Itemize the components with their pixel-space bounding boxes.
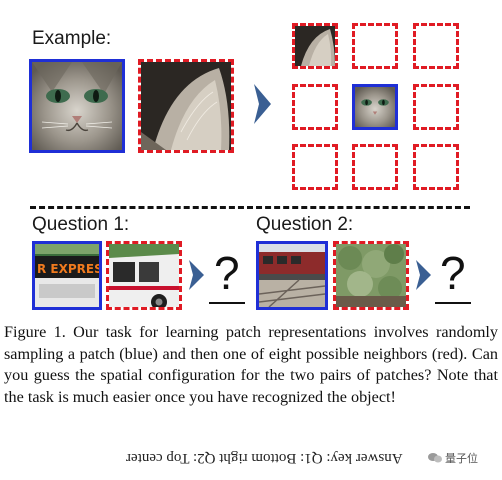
- question-2-red-patch: [333, 241, 409, 310]
- grid-cell-bottom-right: [413, 144, 459, 190]
- question-1-label: Question 1:: [32, 214, 130, 235]
- grid-cell-bottom-center: [352, 144, 398, 190]
- bus-front-image: [109, 244, 179, 307]
- foliage-image: [336, 244, 406, 307]
- cat-ear-image: [141, 62, 231, 150]
- question-2-arrow-icon: [416, 260, 431, 290]
- question-2-answer-line: [435, 302, 471, 304]
- cat-face-thumbnail: [355, 87, 395, 127]
- grid-cell-top-center: [352, 23, 398, 69]
- example-blue-patch: [29, 59, 125, 153]
- figure-caption: Figure 1. Our task for learning patch re…: [4, 323, 498, 406]
- question-2-blue-patch: [256, 241, 328, 310]
- question-1-mark: ?: [214, 247, 240, 299]
- chat-bubble-icon: [428, 453, 442, 463]
- answer-key: Answer key: Q1: Bottom right Q2: Top cen…: [126, 450, 403, 466]
- section-divider: [30, 206, 470, 209]
- grid-cell-center: [352, 84, 398, 130]
- watermark: 量子位: [428, 450, 478, 466]
- question-2-mark: ?: [440, 247, 466, 299]
- question-1-red-patch: [106, 241, 182, 310]
- example-label: Example:: [32, 28, 112, 49]
- cat-face-image: [32, 62, 122, 150]
- cat-ear-thumbnail: [295, 26, 335, 66]
- question-1-blue-patch: R EXPRESS: [32, 241, 102, 310]
- watermark-text: 量子位: [445, 452, 478, 465]
- question-1-answer-line: [209, 302, 245, 304]
- question-2-label: Question 2:: [256, 214, 354, 235]
- train-image: [259, 244, 325, 307]
- example-red-patch: [138, 59, 234, 153]
- grid-cell-top-right: [413, 23, 459, 69]
- bus-sign-image: R EXPRESS: [35, 244, 99, 307]
- grid-cell-top-left: [292, 23, 338, 69]
- svg-text:R EXPRESS: R EXPRESS: [37, 262, 99, 276]
- grid-cell-middle-right: [413, 84, 459, 130]
- grid-cell-middle-left: [292, 84, 338, 130]
- question-1-arrow-icon: [189, 260, 204, 290]
- arrow-icon: [254, 84, 271, 124]
- grid-cell-bottom-left: [292, 144, 338, 190]
